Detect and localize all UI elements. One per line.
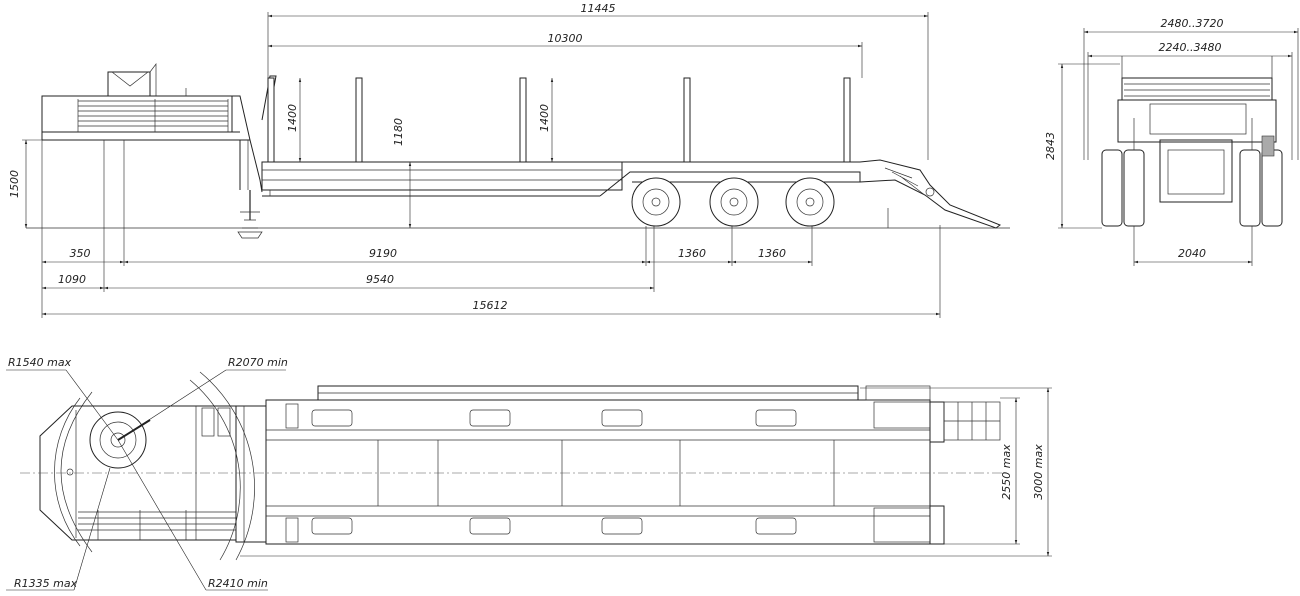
dim-track-width: 2040	[1178, 247, 1206, 260]
dim-fifth-wheel-height: 1500	[8, 170, 21, 198]
dim-axle-spacing-2: 1360	[758, 247, 786, 260]
dim-deck-length-top: 11445	[581, 2, 616, 15]
dim-platform-length: 10300	[548, 32, 583, 45]
radius-front-swing: R1540 max	[8, 356, 72, 369]
side-wheels	[631, 177, 835, 227]
radius-turn-outer: R2410 min	[208, 577, 268, 590]
main-deck-side	[261, 161, 623, 191]
top-view: 2550 max 3000 max R1540 max R2070 min R1…	[6, 356, 1052, 591]
dim-stake-height-mid: 1400	[538, 104, 551, 132]
dim-platform-width-range: 2240..3480	[1159, 41, 1222, 54]
side-stakes	[267, 77, 851, 163]
dim-width-max-inner: 2550 max	[1000, 444, 1013, 500]
dim-front-overhang: 1090	[58, 273, 86, 286]
dim-stake-height-front: 1400	[286, 104, 299, 132]
dim-kingpin-offset: 350	[70, 247, 91, 260]
dim-width-max-outer: 3000 max	[1032, 444, 1045, 500]
dim-overall-width-range: 2480..3720	[1161, 17, 1224, 30]
side-view: 11445 10300 1400 1400 1180 1500 350 9190…	[8, 2, 1010, 318]
gooseneck-body	[41, 95, 233, 133]
dim-axle-spacing-1: 1360	[678, 247, 706, 260]
radius-rear-swing: R1335 max	[14, 577, 78, 590]
radius-turn-inner: R2070 min	[228, 356, 288, 369]
dim-kingpin-to-axle: 9190	[369, 247, 397, 260]
rear-view: 2480..3720 2240..3480 2843 2040	[1044, 17, 1299, 266]
main-deck-top	[265, 399, 931, 545]
dim-overall-length: 15612	[473, 299, 508, 312]
dim-loading-height: 1180	[392, 118, 405, 146]
dim-front-to-axle: 9540	[366, 273, 394, 286]
dim-overall-height: 2843	[1044, 132, 1057, 160]
